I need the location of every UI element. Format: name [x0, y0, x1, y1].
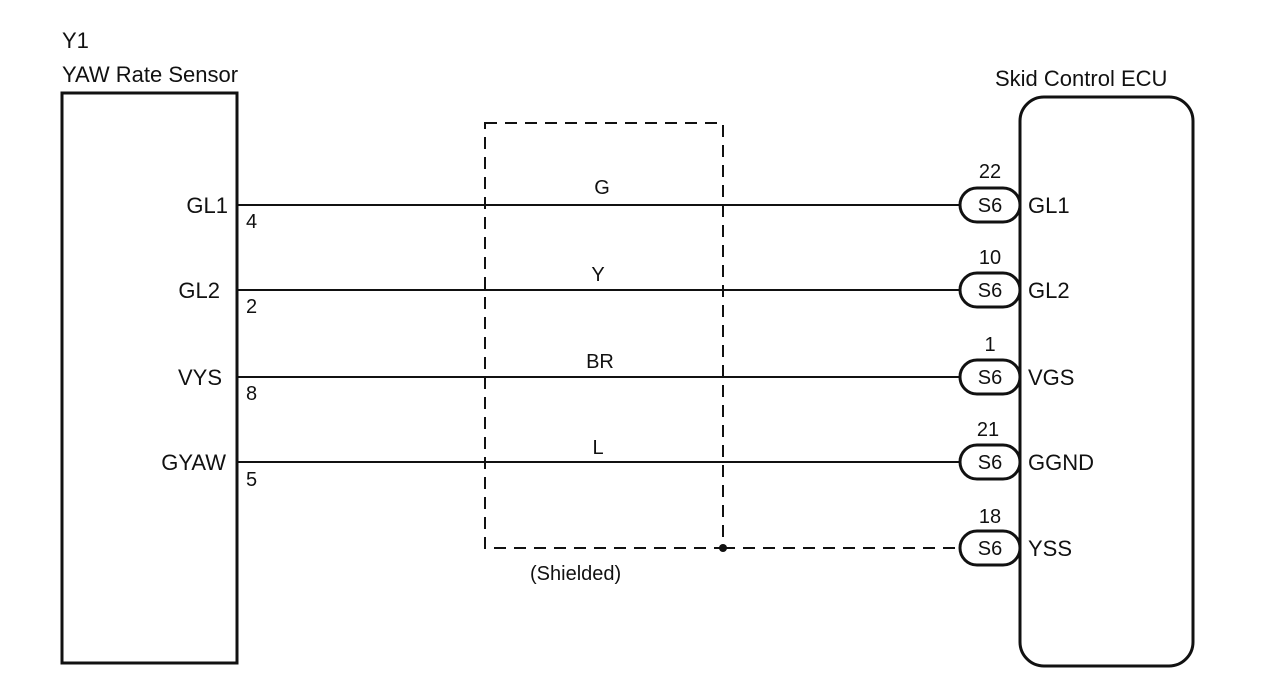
right-terminal-label: GL2 [1028, 278, 1070, 303]
connector-label: S6 [978, 280, 1002, 302]
right-pin-number: 1 [984, 334, 995, 356]
left-terminal-label: GL1 [186, 193, 228, 218]
connector-s6 [958, 186, 1022, 224]
left-pin-number: 5 [246, 469, 257, 491]
connector-label: S6 [978, 195, 1002, 217]
left-terminal-label: GL2 [178, 278, 220, 303]
right-pin-number: 22 [979, 161, 1001, 183]
right-pin-number: 18 [979, 506, 1001, 528]
left-pin-number: 8 [246, 383, 257, 405]
right-terminal-label: GGND [1028, 450, 1094, 475]
connector-s6 [958, 271, 1022, 309]
connector-label: S6 [978, 367, 1002, 389]
left-pin-number: 4 [246, 211, 257, 233]
wire-color-label: BR [586, 351, 614, 373]
sensor-name: YAW Rate Sensor [62, 62, 238, 87]
wire-gl1: GL1 4 G 22 S6 GL1 [186, 161, 1069, 233]
shield-junction-dot [719, 544, 727, 552]
wire-gl2: GL2 2 Y 10 S6 GL2 [178, 247, 1069, 318]
right-terminal-label: VGS [1028, 365, 1074, 390]
wire-color-label: Y [591, 264, 604, 286]
shield-label: (Shielded) [530, 563, 621, 585]
right-terminal-label: YSS [1028, 536, 1072, 561]
left-terminal-label: VYS [178, 365, 222, 390]
right-terminal-label: GL1 [1028, 193, 1070, 218]
right-pin-number: 21 [977, 419, 999, 441]
connector-label: S6 [978, 452, 1002, 474]
wire-color-label: L [592, 437, 603, 459]
connector-s6 [958, 358, 1022, 396]
wire-vys: VYS 8 BR 1 S6 VGS [178, 334, 1075, 405]
ecu-name: Skid Control ECU [995, 66, 1167, 91]
left-terminal-label: GYAW [161, 450, 226, 475]
wire-gyaw: GYAW 5 L 21 S6 GGND [161, 419, 1094, 491]
left-pin-number: 2 [246, 296, 257, 318]
right-pin-number: 10 [979, 247, 1001, 269]
connector-label: S6 [978, 538, 1002, 560]
connector-s6 [958, 529, 1022, 567]
connector-s6 [958, 443, 1022, 481]
wire-color-label: G [594, 177, 610, 199]
shield-ground-connector: 18 S6 YSS [958, 506, 1072, 567]
sensor-id: Y1 [62, 28, 89, 53]
